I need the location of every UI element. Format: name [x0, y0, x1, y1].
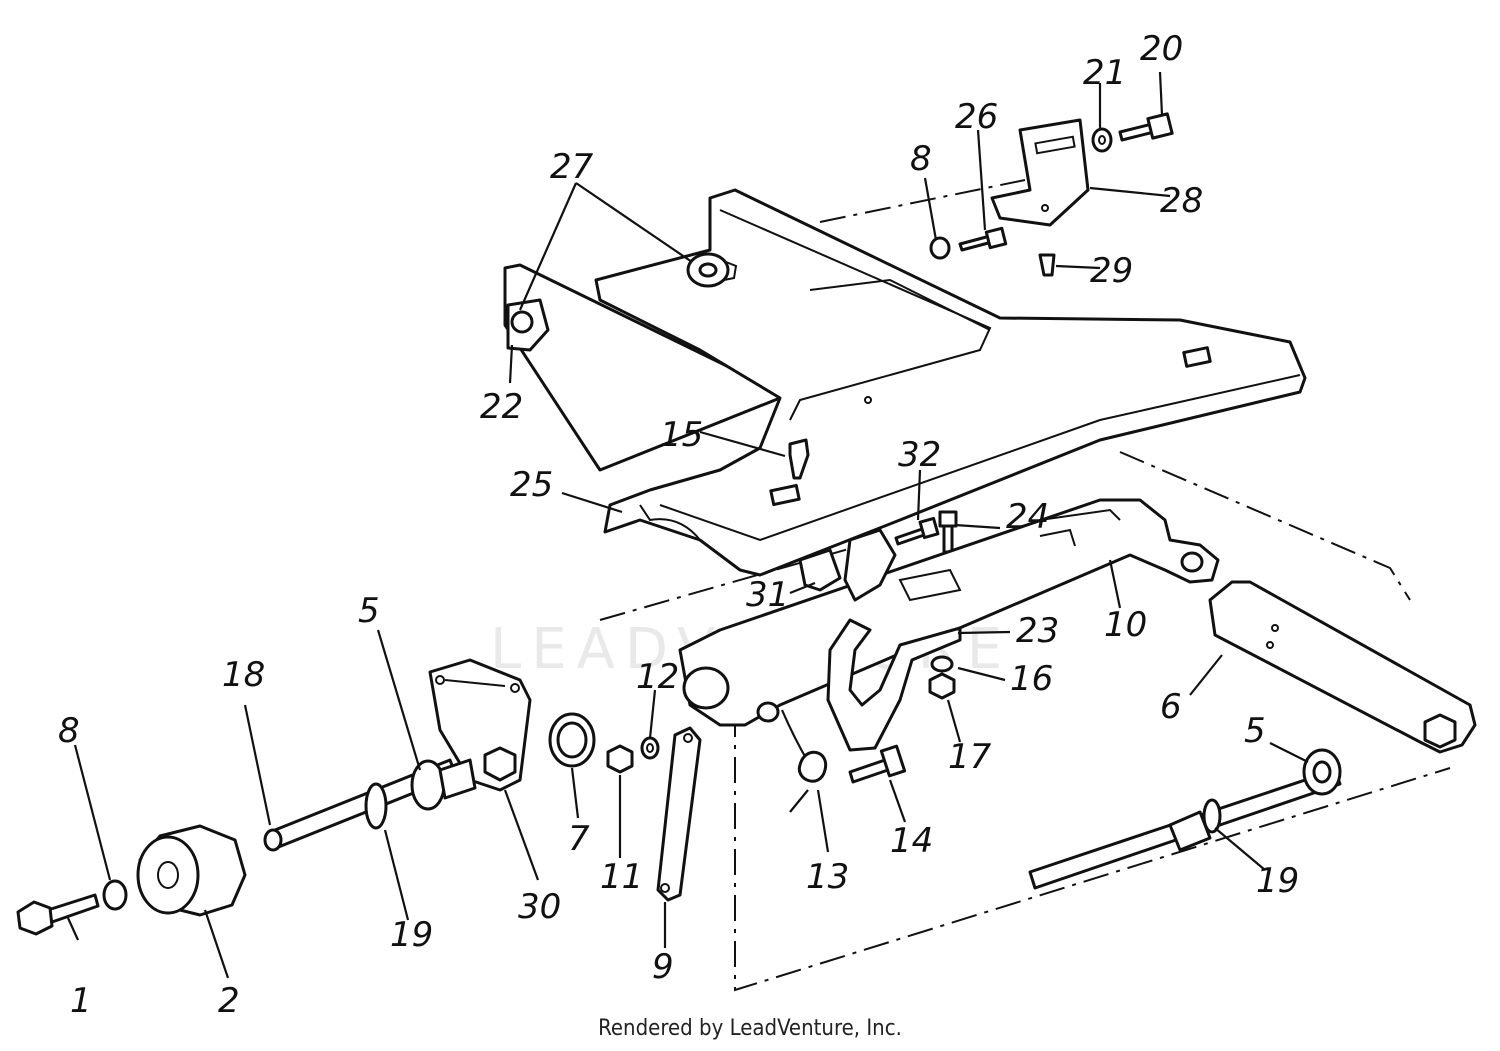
callout-27: 27 [550, 147, 594, 187]
right-axle [1028, 768, 1342, 890]
link-9 [656, 726, 702, 902]
callout-12: 12 [636, 657, 679, 697]
bolt-24 [938, 510, 958, 554]
bolt-1 [16, 893, 100, 936]
spring-13 [780, 709, 828, 813]
callout-25: 25 [510, 465, 553, 505]
washer-8-left [102, 879, 128, 911]
plate-31 [798, 528, 897, 602]
callout-29: 29 [1090, 251, 1133, 291]
callout-5-left: 5 [358, 591, 380, 631]
callout-21: 21 [1083, 53, 1126, 93]
axle-bracket [678, 498, 1220, 727]
callout-16: 16 [1010, 659, 1053, 699]
callout-17: 17 [948, 737, 992, 777]
roller-2 [136, 824, 247, 917]
callout-19-left: 19 [390, 915, 433, 955]
callout-19-right: 19 [1256, 861, 1299, 901]
bolt-26 [958, 226, 1008, 252]
callout-23: 23 [1016, 611, 1059, 651]
callout-6: 6 [1160, 687, 1182, 727]
bolt-32 [894, 516, 940, 546]
washer-12 [640, 736, 660, 760]
callout-7: 7 [568, 819, 590, 859]
rail-6 [1208, 580, 1477, 754]
washer-21 [1091, 127, 1113, 153]
callout-13: 13 [806, 857, 849, 897]
callout-1: 1 [70, 981, 92, 1021]
footer-credit: Rendered by LeadVenture, Inc. [598, 1016, 902, 1041]
callout-28: 28 [1160, 181, 1203, 221]
callout-10: 10 [1104, 605, 1147, 645]
callout-8-top: 8 [910, 139, 932, 179]
bolt-20 [1118, 112, 1174, 142]
screw-29 [1038, 253, 1056, 277]
pivot-bracket [506, 298, 550, 352]
nut-17 [928, 672, 956, 700]
callout-30: 30 [518, 887, 561, 927]
seat-frame [503, 188, 1307, 577]
bolt-15 [788, 438, 810, 480]
callout-14: 14 [890, 821, 933, 861]
flange-nut-5-right [1302, 748, 1342, 796]
angle-bracket [990, 118, 1090, 227]
callout-26: 26 [955, 97, 998, 137]
washer-16 [930, 655, 954, 673]
alignment-lines [599, 179, 1451, 992]
callout-11: 11 [600, 857, 643, 897]
knob [686, 252, 738, 288]
callout-2: 2 [218, 981, 240, 1021]
callout-24: 24 [1006, 497, 1049, 537]
callout-22: 22 [480, 387, 523, 427]
callout-9: 9 [652, 947, 674, 987]
callout-32: 32 [898, 435, 941, 475]
callout-18: 18 [222, 655, 265, 695]
callout-15: 15 [660, 415, 703, 455]
callout-8-left: 8 [58, 711, 80, 751]
washer-8-top [929, 236, 951, 260]
callout-5-right: 5 [1244, 711, 1266, 751]
leader-lines [66, 71, 1309, 979]
pin-14 [848, 744, 907, 784]
callout-31: 31 [746, 575, 789, 615]
bushing-7 [548, 712, 596, 768]
nut-11 [606, 744, 634, 774]
callout-20: 20 [1140, 29, 1183, 69]
flange-nut-5-left [410, 758, 477, 811]
plate-30 [428, 658, 532, 792]
